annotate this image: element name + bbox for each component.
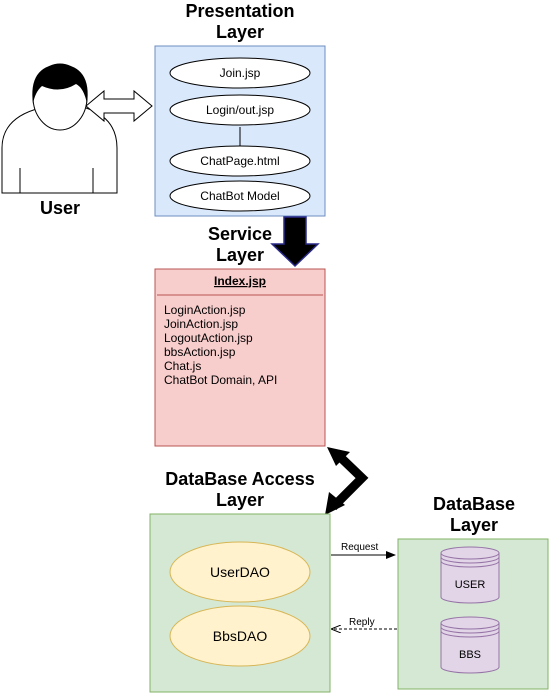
service-action-item: ChatBot Domain, API (164, 373, 278, 387)
database-table-label: USER (455, 579, 486, 591)
service-action-item: LoginAction.jsp (164, 303, 246, 317)
presentation-item: ChatBot Model (169, 180, 311, 212)
service-action-item: bbsAction.jsp (164, 345, 236, 359)
dbaccess-layer-title: DataBase Access Layer (165, 469, 315, 510)
reply-label: Reply (349, 617, 375, 628)
user-icon (1, 63, 118, 194)
cylinder-ring (440, 556, 500, 564)
database-cylinder-icon: BBS (440, 616, 500, 674)
service-layer-box (154, 268, 326, 447)
presentation-item-label: Join.jsp (220, 66, 261, 80)
cylinder-ring (440, 626, 500, 634)
service-action-item: JoinAction.jsp (164, 317, 239, 331)
database-layer-title: DataBase Layer (432, 494, 516, 535)
presentation-item-label: ChatPage.html (200, 154, 279, 168)
dao-item: BbsDAO (169, 605, 311, 667)
dao-label: UserDAO (210, 564, 270, 580)
presentation-item: Join.jsp (169, 57, 311, 89)
user-presentation-double-arrow (85, 89, 153, 123)
service-dbaccess-arrow (329, 449, 369, 511)
cylinder-body (440, 553, 500, 604)
presentation-item-ellipse (169, 57, 311, 89)
presentation-item-ellipse (169, 94, 311, 126)
cylinder-ring (440, 560, 500, 568)
presentation-item-label: ChatBot Model (200, 189, 279, 203)
user-label: User (40, 198, 80, 218)
presentation-item-label: Login/out.jsp (206, 103, 274, 117)
service-dbaccess-arrowhead-top (327, 447, 350, 466)
dao-label: BbsDAO (213, 628, 268, 644)
dao-ellipse (169, 541, 311, 603)
request-label: Request (341, 542, 378, 553)
cylinder-top (440, 616, 500, 630)
cylinder-top (440, 546, 500, 560)
cylinder-body (440, 623, 500, 674)
database-cylinder-icon: USER (440, 546, 500, 604)
presentation-item: ChatPage.html (169, 145, 311, 177)
dao-ellipse (169, 605, 311, 667)
presentation-service-arrow (270, 216, 320, 268)
service-dbaccess-arrowhead-bottom (325, 492, 345, 515)
service-layer-title: Service Layer (207, 224, 273, 265)
dao-item: UserDAO (169, 541, 311, 603)
service-action-item: LogoutAction.jsp (164, 331, 253, 345)
presentation-item-ellipse (169, 180, 311, 212)
cylinder-ring (440, 630, 500, 638)
presentation-item: Login/out.jsp (169, 94, 311, 126)
service-action-item: Chat.js (164, 359, 202, 373)
service-header-label: Index.jsp (214, 274, 266, 288)
database-table-label: BBS (459, 649, 481, 661)
presentation-layer-title: Presentation Layer (185, 1, 295, 42)
presentation-item-ellipse (169, 145, 311, 177)
